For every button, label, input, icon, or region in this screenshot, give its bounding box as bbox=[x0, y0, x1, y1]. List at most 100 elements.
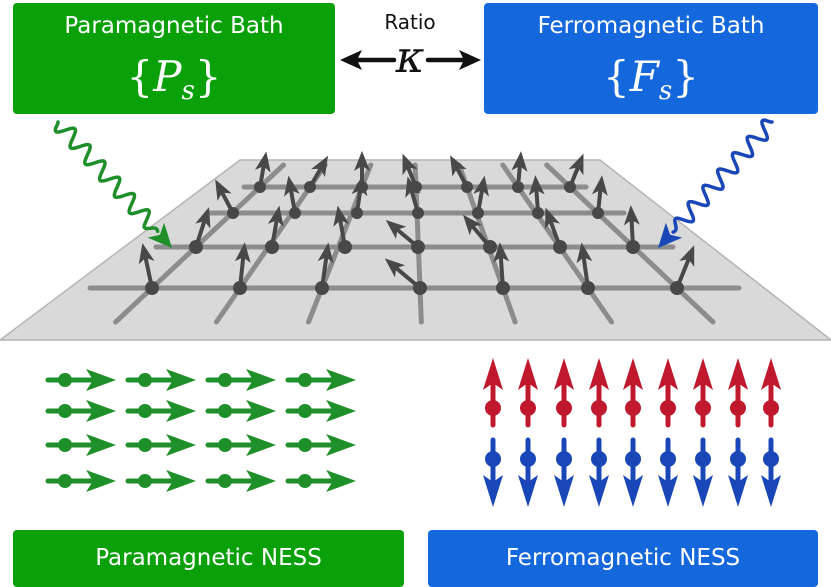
paramagnetic-spin-arrow-head bbox=[86, 369, 116, 391]
ferromagnetic-bath-title: Ferromagnetic Bath bbox=[537, 13, 765, 39]
down-spin-arrow-head bbox=[554, 475, 574, 507]
math-symbol: F bbox=[629, 52, 659, 101]
paramagnetic-spin-arrow-head bbox=[86, 400, 116, 422]
ratio-left-arrow-head bbox=[340, 50, 362, 70]
paramagnetic-spin-arrow-head bbox=[326, 369, 356, 391]
paramagnetic-spin-arrow-head bbox=[86, 434, 116, 456]
down-spin-site bbox=[556, 451, 572, 467]
lattice-spin-site bbox=[412, 207, 424, 219]
down-spin-arrow-head bbox=[483, 475, 503, 507]
lattice-spin bbox=[511, 151, 528, 193]
lattice-spin-arrow-head bbox=[333, 205, 350, 227]
paramagnetic-spin-arrow-head bbox=[166, 369, 196, 391]
paramagnetic-spin-site bbox=[58, 373, 72, 387]
ferromagnetic-bath-symbol: {Fs} bbox=[484, 47, 818, 113]
lattice-spin-site bbox=[351, 207, 363, 219]
lattice-spin-arrow-head bbox=[591, 175, 608, 196]
lattice-spin bbox=[284, 175, 301, 219]
paramagnetic-coupling-arrow-head bbox=[147, 222, 172, 248]
lattice-spin-arrow-head bbox=[267, 205, 284, 227]
down-spin-arrow bbox=[554, 437, 574, 507]
ferromagnetic-coupling-arrow bbox=[658, 118, 774, 248]
lattice-spin-arrow-head bbox=[623, 205, 640, 226]
lattice-spin-site bbox=[670, 281, 684, 295]
down-spin bbox=[623, 437, 643, 507]
lattice-spin bbox=[528, 175, 545, 219]
lattice-spin-site bbox=[227, 207, 239, 219]
paramagnetic-spin-arrow-head bbox=[246, 400, 276, 422]
down-spin-arrow bbox=[483, 437, 503, 507]
lattice-spin-arrow-head bbox=[402, 153, 418, 176]
brace-close: } bbox=[672, 52, 699, 101]
paramagnetic-spin-site bbox=[218, 438, 232, 452]
down-spin-arrow-head bbox=[623, 475, 643, 507]
up-spin-arrow-head bbox=[761, 358, 781, 390]
up-spin-arrow-head bbox=[554, 358, 574, 390]
lattice-spin bbox=[576, 242, 595, 295]
down-spin bbox=[554, 437, 574, 507]
lattice-spin-arrow-head bbox=[311, 155, 328, 178]
lattice-spin-site bbox=[265, 240, 279, 254]
up-spin bbox=[728, 358, 748, 428]
lattice-spin bbox=[545, 207, 567, 254]
paramagnetic-spin bbox=[285, 400, 356, 422]
ratio-right-arrow-head bbox=[459, 50, 481, 70]
lattice-spin bbox=[265, 205, 284, 254]
lattice-spin-arrow-head bbox=[405, 176, 421, 198]
lattice-spin-site bbox=[581, 281, 595, 295]
paramagnetic-spin bbox=[45, 400, 116, 422]
up-spin bbox=[693, 358, 713, 428]
paramagnetic-spin bbox=[205, 434, 276, 456]
paramagnetic-spin-site bbox=[138, 438, 152, 452]
paramagnetic-spin-site bbox=[298, 404, 312, 418]
lattice-spin-arrow-head bbox=[511, 151, 528, 172]
lattice-spin-arrow-head bbox=[317, 242, 334, 264]
paramagnetic-spin bbox=[285, 434, 356, 456]
lattice-spin-site bbox=[461, 181, 473, 193]
ratio-double-arrow bbox=[340, 50, 481, 70]
lattice-spin bbox=[623, 205, 640, 254]
paramagnetic-ness-box: Paramagnetic NESS bbox=[13, 530, 404, 587]
lattice-spin-arrow-head bbox=[545, 207, 560, 230]
up-spin-arrow-head bbox=[658, 358, 678, 390]
lattice-spin bbox=[138, 243, 159, 295]
down-spin-arrow bbox=[518, 437, 538, 507]
ferromagnetic-coupling-arrow-head bbox=[658, 222, 683, 248]
brace-close: } bbox=[194, 52, 222, 101]
paramagnetic-spin bbox=[125, 470, 196, 492]
up-spin-site bbox=[520, 400, 536, 416]
up-spin bbox=[589, 358, 609, 428]
paramagnetic-spin-site bbox=[58, 474, 72, 488]
up-spin-arrow-head bbox=[623, 358, 643, 390]
up-spin-arrow-head bbox=[693, 358, 713, 390]
paramagnetic-spin bbox=[45, 369, 116, 391]
lattice-spin bbox=[189, 207, 211, 254]
lattice-spin-arrow-head bbox=[679, 245, 695, 267]
lattice-spin-site bbox=[626, 240, 640, 254]
paramagnetic-spin-site bbox=[138, 373, 152, 387]
ferromagnetic-ness-label: Ferromagnetic NESS bbox=[505, 545, 741, 571]
paramagnetic-spin bbox=[205, 470, 276, 492]
paramagnetic-spin bbox=[285, 470, 356, 492]
down-spin-arrow-head bbox=[728, 475, 748, 507]
paramagnetic-spin-site bbox=[58, 404, 72, 418]
lattice-spin-site bbox=[483, 240, 497, 254]
ferromagnetic-ness-spins bbox=[483, 358, 781, 507]
down-spin-arrow bbox=[761, 437, 781, 507]
lattice-spin bbox=[333, 205, 352, 254]
lattice-spin-arrow-head bbox=[384, 258, 406, 278]
brace-open: { bbox=[126, 52, 154, 101]
lattice-spin-arrow-head bbox=[138, 243, 155, 265]
paramagnetic-spin-site bbox=[218, 373, 232, 387]
lattice-spin bbox=[463, 214, 497, 254]
down-spin-site bbox=[485, 451, 501, 467]
down-spin-site bbox=[695, 451, 711, 467]
paramagnetic-spin-site bbox=[218, 404, 232, 418]
paramagnetic-spin-site bbox=[138, 474, 152, 488]
paramagnetic-spin-arrow-head bbox=[246, 369, 276, 391]
up-spin-site bbox=[485, 400, 501, 416]
down-spin-arrow-head bbox=[589, 475, 609, 507]
up-spin-site bbox=[556, 400, 572, 416]
up-spin-site bbox=[625, 400, 641, 416]
